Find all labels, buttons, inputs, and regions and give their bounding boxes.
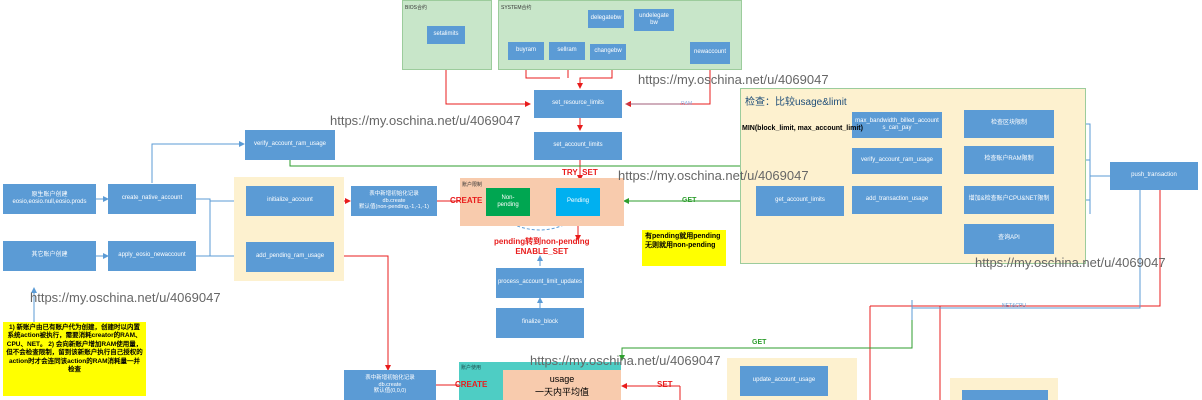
watermark-4: https://my.oschina.net/u/4069047	[975, 255, 1166, 270]
setalimits-node[interactable]: setalimits	[427, 26, 465, 44]
bios-contract-title: BIOS合约	[405, 5, 427, 11]
set-label: SET	[657, 380, 673, 389]
process-account-limit-updates-node[interactable]: process_account_limit_updates	[496, 268, 584, 298]
wire-net-cpu	[912, 190, 1141, 309]
pending-change-label: pending转到non-pending ENABLE_SET	[494, 237, 590, 257]
account-creation-note: 1) 新账户由已有账户代为创建，创建时以内置系统action被执行，需要消耗cr…	[3, 322, 146, 396]
buyram-node[interactable]: buyram	[508, 42, 544, 60]
get-label-1: GET	[682, 197, 697, 204]
try-set-label: TRY_SET	[562, 168, 598, 177]
add-transaction-usage-node[interactable]: add_transaction_usage	[852, 186, 942, 214]
finalize-block-node[interactable]: finalize_block	[496, 308, 584, 338]
usage-average-box[interactable]: usage 一天内平均值	[503, 370, 621, 400]
query-api-node[interactable]: 查询API	[964, 224, 1054, 254]
apply-eosio-newaccount-node[interactable]: apply_eosio_newaccount	[108, 241, 196, 271]
create-label-1: CREATE	[450, 196, 483, 205]
wire-ram-db	[334, 255, 391, 371]
net-cpu-label: NET&CPU	[1002, 303, 1026, 309]
wire-get-2	[619, 320, 913, 361]
wire-verify-top	[151, 141, 245, 183]
create-label-2: CREATE	[455, 380, 488, 389]
db-create-init-2-node[interactable]: 表中新增初始化记录 db.create 默认值(0,0,0)	[344, 370, 436, 400]
check-group-title: 检查：比较usage&limit	[745, 97, 847, 108]
set-resource-limits-node[interactable]: set_resource_limits	[534, 90, 622, 118]
non-pending-node[interactable]: Non- pending	[486, 188, 530, 216]
get-label-2: GET	[752, 339, 767, 346]
changebw-node[interactable]: changebw	[590, 44, 626, 60]
check-ram-limit-node[interactable]: 检查账户RAM限制	[964, 146, 1054, 174]
initialize-account-node[interactable]: initialize_account	[246, 186, 334, 216]
add-pending-ram-usage-node[interactable]: add_pending_ram_usage	[246, 242, 334, 272]
account-usage-title: 账户使用	[461, 365, 482, 371]
watermark-2: https://my.oschina.net/u/4069047	[330, 113, 521, 128]
push-transaction-node[interactable]: push_transaction	[1110, 162, 1198, 190]
verify-account-ram-usage-top-node[interactable]: verify_account_ram_usage	[245, 130, 335, 160]
wire-create-native-init	[196, 198, 245, 204]
min-label: MIN(block_limit, max_account_limit)	[742, 125, 863, 132]
newaccount-node[interactable]: newaccount	[690, 42, 730, 64]
system-contract-title: SYSTEM合约	[501, 5, 532, 11]
watermark-1: https://my.oschina.net/u/4069047	[638, 72, 829, 87]
account-limit-title: 账户限制	[462, 182, 483, 188]
check-block-limit-node[interactable]: 检查区块限制	[964, 110, 1054, 138]
delegatebw-node[interactable]: delegatebw	[588, 10, 624, 28]
add-check-cpu-net-node[interactable]: 增加&检查账户CPU&NET限制	[964, 186, 1054, 214]
pending-note: 有pending就用pending 无则就用non-pending	[642, 230, 726, 266]
get-account-limits-node[interactable]: get_account_limits	[756, 186, 844, 216]
db-create-init-1-node[interactable]: 表中新增初始化记录 db.create 默认值(non-pending,-1,-…	[351, 186, 437, 216]
set-account-limits-node[interactable]: set_account_limits	[534, 132, 622, 160]
sellram-node[interactable]: sellram	[549, 42, 585, 60]
watermark-6: https://my.oschina.net/u/4069047	[530, 353, 721, 368]
wire-apply-init	[196, 201, 211, 257]
native-account-create-node[interactable]: 原生账户创建 eosio,eosio.null,eosio.prods	[3, 184, 96, 214]
max-bandwidth-node[interactable]: max_bandwidth_billed_account s_can_pay	[852, 112, 942, 138]
bottom-right-node[interactable]	[962, 390, 1048, 400]
create-native-account-node[interactable]: create_native_account	[108, 184, 196, 214]
update-account-usage-node[interactable]: update_account_usage	[740, 366, 828, 396]
verify-account-ram-usage-right-node[interactable]: verify_account_ram_usage	[852, 148, 942, 174]
watermark-3: https://my.oschina.net/u/4069047	[618, 168, 809, 183]
ram-edge-label: RAM	[681, 101, 693, 107]
pending-node[interactable]: Pending	[556, 188, 600, 216]
other-account-create-node[interactable]: 其它账户创建	[3, 241, 96, 271]
watermark-5: https://my.oschina.net/u/4069047	[30, 290, 221, 305]
wire-red-right-2	[870, 190, 1161, 307]
undelegatebw-node[interactable]: undelegate bw	[634, 9, 674, 31]
